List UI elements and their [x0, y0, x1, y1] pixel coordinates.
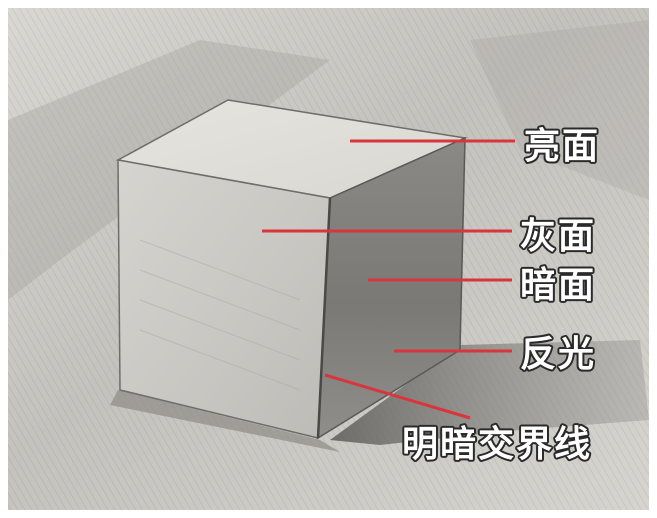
label-reflected-light: 反光: [520, 334, 596, 375]
label-highlight-face: 亮面: [524, 126, 600, 167]
ground-shadow: [110, 390, 340, 452]
label-terminator-line: 明暗交界线: [402, 423, 592, 465]
label-halftone-face: 灰面: [520, 216, 596, 257]
pointer-line-terminator: [324, 373, 471, 420]
background-shading-right: [470, 20, 649, 200]
terminator-edge: [316, 197, 332, 439]
label-shadow-face: 暗面: [520, 265, 596, 306]
front-face-hatching: [139, 239, 301, 391]
cast-shadow: [330, 340, 649, 445]
